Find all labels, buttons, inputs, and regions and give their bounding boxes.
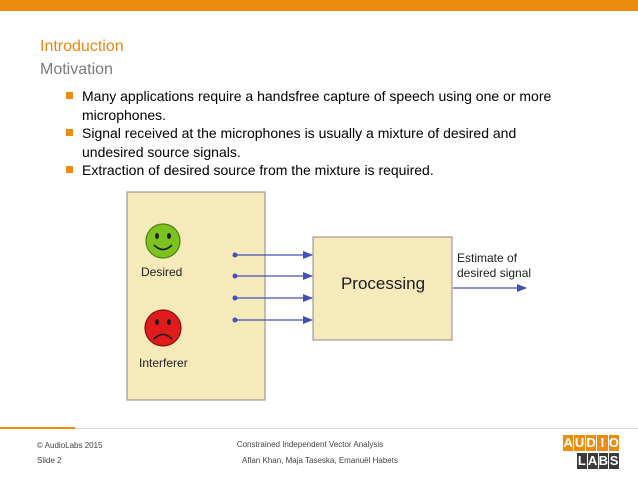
desired-smiley-icon [145,223,181,259]
footer-talk-title: Constrained Independent Vector Analysis [236,440,384,449]
processing-label: Processing [341,274,425,293]
bullet-square-icon [66,166,73,173]
bullet-list: Many applications require a handsfree ca… [66,87,606,180]
footer-divider [0,428,638,429]
slide-subtitle: Motivation [40,61,113,78]
footer-slide-number: Slide 2 [37,456,62,465]
logo-letter: O [608,435,620,451]
bullet-square-icon [66,129,73,136]
footer-authors: Aflan Khan, Maja Taseska, Emanuël Habets [242,456,398,465]
bullet-text-line1: Many applications require a handsfree ca… [82,88,552,104]
output-label-line2: desired signal [457,266,531,280]
logo-letter: B [598,453,609,469]
logo-letter: A [563,435,574,451]
logo-letter: D [585,435,597,451]
interferer-label: Interferer [139,356,188,370]
logo-letter: A [587,453,598,469]
microphone-arrows [232,251,313,324]
processing-box [312,236,453,341]
output-label-line1: Estimate of [457,251,518,265]
logo-letter: S [609,453,619,469]
desired-label: Desired [141,265,182,279]
footer-divider-accent [0,427,75,429]
bullet-text-line1: Signal received at the microphones is us… [82,125,517,141]
audiolabs-logo: A U D I O L A B S [563,435,620,469]
bullet-item: Many applications require a handsfree ca… [66,87,606,124]
footer-copyright: © AudioLabs 2015 [37,441,103,450]
logo-letter: I [597,435,608,451]
source-room-box [126,191,266,401]
bullet-item: Signal received at the microphones is us… [66,124,606,161]
interferer-frowny-icon [144,309,182,347]
logo-row-bottom: L A B S [563,453,619,469]
top-accent-bar [0,0,638,11]
logo-row-top: A U D I O [563,435,620,451]
bullet-item: Extraction of desired source from the mi… [66,161,606,180]
bullet-text-line1: Extraction of desired source from the mi… [82,162,434,178]
bullet-square-icon [66,92,73,99]
logo-letter: U [574,435,585,451]
bullet-text-line2: microphones. [82,106,167,123]
bullet-text-line2: undesired source signals. [82,143,241,160]
logo-letter: L [577,453,587,469]
slide-title: Introduction [40,38,124,55]
